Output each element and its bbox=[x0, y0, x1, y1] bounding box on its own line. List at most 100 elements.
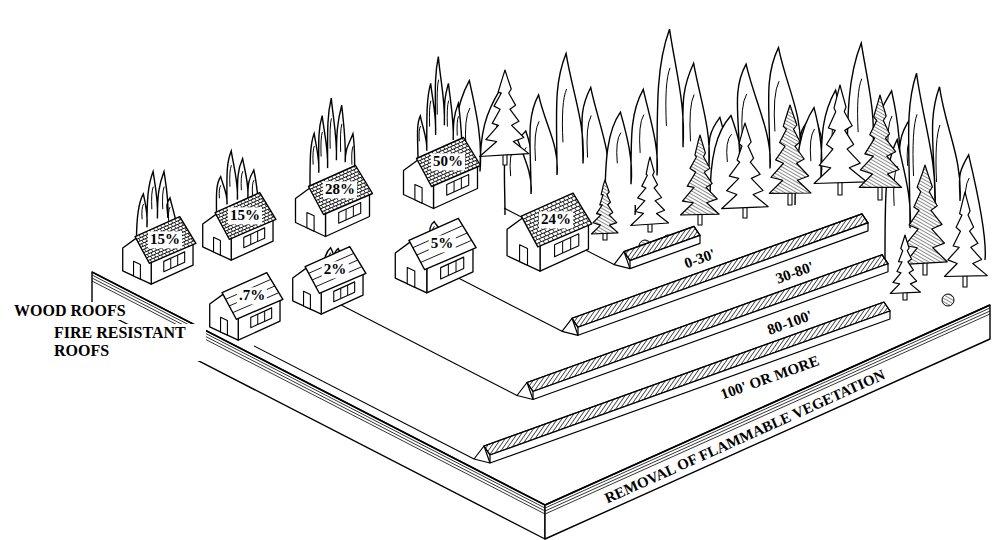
shingle-joint bbox=[158, 250, 159, 253]
shingle-joint bbox=[533, 226, 535, 229]
shingle-joint bbox=[544, 237, 546, 240]
shingle-joint bbox=[583, 212, 585, 215]
shingle-joint bbox=[247, 202, 249, 205]
shingle-joint bbox=[262, 199, 264, 202]
shingle-joint bbox=[187, 244, 189, 247]
house-roof bbox=[417, 138, 481, 187]
percent-label: 2% bbox=[322, 261, 349, 278]
shingle-joint bbox=[444, 178, 446, 181]
band-tip bbox=[614, 252, 630, 269]
window-bar bbox=[454, 181, 455, 192]
shingle-joint bbox=[563, 205, 565, 208]
shingle-joint bbox=[325, 203, 327, 206]
shingle-joint bbox=[238, 232, 239, 235]
shingle-joint bbox=[171, 227, 173, 230]
shingle-joint bbox=[462, 142, 464, 145]
shingle-joint bbox=[258, 197, 260, 200]
tree-crown bbox=[945, 192, 988, 277]
shingle-joint bbox=[316, 190, 318, 193]
house-roof bbox=[222, 273, 283, 320]
shingle-joint bbox=[360, 192, 362, 195]
shingle-joint bbox=[551, 207, 553, 210]
shingle-joint bbox=[178, 224, 180, 227]
shingle-joint bbox=[357, 175, 359, 178]
shingle-joint bbox=[571, 198, 573, 201]
shingle-joint bbox=[237, 203, 239, 206]
shingle-joint bbox=[560, 233, 562, 236]
shingle-joint bbox=[158, 253, 159, 256]
shingle-joint bbox=[146, 239, 147, 242]
shingle-joint bbox=[320, 185, 322, 188]
shingle-joint bbox=[357, 172, 359, 175]
shingle-joint bbox=[553, 229, 555, 232]
shingle-joint bbox=[191, 239, 193, 242]
shingle-joint bbox=[234, 234, 235, 237]
shingle-joint bbox=[256, 224, 258, 227]
percent-label: 24% bbox=[539, 211, 573, 228]
shingle-joint bbox=[324, 211, 326, 214]
shingle-joint bbox=[534, 214, 536, 217]
row-label: WOOD ROOFS bbox=[12, 302, 128, 320]
shingle-joint bbox=[151, 253, 152, 256]
distance-label: 80-100' bbox=[763, 306, 817, 339]
shingle-joint bbox=[223, 209, 224, 212]
wood-roof-house bbox=[123, 172, 196, 285]
shingle-joint bbox=[313, 185, 315, 188]
shingle-joint bbox=[353, 177, 355, 180]
tree-trunk bbox=[698, 214, 702, 225]
shingle-joint bbox=[264, 214, 266, 217]
shingle-joint bbox=[420, 160, 422, 163]
shingle-joint bbox=[437, 174, 439, 177]
shingle-joint bbox=[178, 217, 180, 220]
shingle-joint bbox=[271, 215, 273, 218]
shingle-joint bbox=[421, 157, 423, 160]
shingle-joint bbox=[574, 220, 576, 223]
shingle-joint bbox=[354, 173, 356, 176]
conifer-tree bbox=[591, 180, 618, 240]
shingle-joint bbox=[231, 225, 232, 228]
shingle-joint bbox=[162, 251, 163, 254]
roof-course bbox=[318, 182, 366, 203]
shingle-joint bbox=[151, 256, 152, 259]
shingle-joint bbox=[582, 224, 584, 227]
shingle-joint bbox=[264, 218, 266, 221]
shingle-joint bbox=[255, 195, 257, 198]
shingle-joint bbox=[222, 213, 223, 216]
house-roof bbox=[135, 217, 196, 264]
shingle-joint bbox=[234, 231, 235, 234]
shingle-joint bbox=[167, 226, 169, 229]
shingle-joint bbox=[337, 198, 339, 201]
shingle-joint bbox=[264, 221, 266, 224]
house-door bbox=[407, 268, 415, 288]
tree-crown bbox=[814, 85, 866, 183]
shingle-joint bbox=[428, 153, 430, 156]
shingle-joint bbox=[555, 201, 557, 204]
shingle-joint bbox=[171, 224, 173, 227]
flame-curl bbox=[330, 118, 331, 148]
shingle-joint bbox=[448, 172, 450, 175]
shingle-joint bbox=[320, 181, 322, 184]
shingle-joint bbox=[174, 226, 176, 229]
shingle-joint bbox=[468, 160, 470, 163]
shingle-joint bbox=[249, 228, 251, 231]
shingle-joint bbox=[328, 178, 330, 181]
shingle-joint bbox=[548, 235, 550, 238]
tree-shading bbox=[591, 180, 618, 234]
row-label: FIRE RESISTANT ROOFS bbox=[52, 324, 206, 361]
shingle-joint bbox=[357, 179, 359, 182]
shingle-joint bbox=[168, 222, 170, 225]
shingle-joint bbox=[441, 176, 443, 179]
shingle-joint bbox=[251, 197, 253, 200]
shingle-joint bbox=[325, 207, 327, 210]
shingle-joint bbox=[447, 148, 449, 151]
conifer-tree bbox=[480, 70, 529, 165]
shingle-joint bbox=[339, 176, 341, 179]
shingle-joint bbox=[367, 192, 369, 195]
shingle-joint bbox=[264, 211, 266, 214]
shingle-joint bbox=[364, 187, 366, 190]
shingle-joint bbox=[530, 212, 532, 215]
shingle-joint bbox=[241, 201, 243, 204]
flame-curl bbox=[313, 146, 314, 165]
